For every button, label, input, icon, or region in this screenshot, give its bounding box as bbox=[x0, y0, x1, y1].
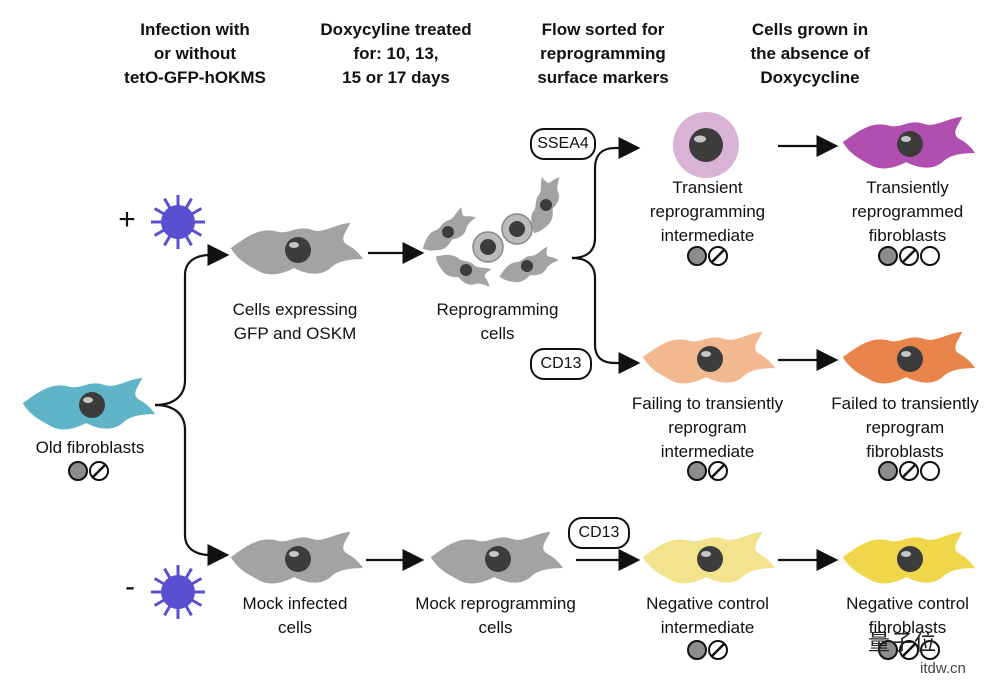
marker-cd13-bottom: CD13 bbox=[568, 517, 630, 549]
filled-circle-icon bbox=[878, 246, 898, 266]
icons-negative-fibroblasts bbox=[878, 640, 940, 660]
marker-ssea4: SSEA4 bbox=[530, 128, 596, 160]
cell-transient-round bbox=[673, 112, 739, 178]
cell-negative-fibroblast bbox=[842, 531, 976, 584]
cell-failed bbox=[842, 331, 976, 384]
plus-sign: + bbox=[118, 203, 136, 236]
icons-transiently-reprogrammed bbox=[878, 246, 940, 266]
label-cells-expressing: Cells expressing GFP and OSKM bbox=[232, 300, 358, 343]
cell-old-fibroblast bbox=[22, 377, 156, 430]
icons-failing-intermediate bbox=[687, 461, 728, 481]
virus-plus bbox=[151, 195, 205, 249]
watermark-url: itdw.cn bbox=[920, 660, 966, 677]
header-infection: Infection with or without tetO-GFP-hOKMS bbox=[124, 20, 266, 87]
label-mock-reprogramming: Mock reprogramming cells bbox=[415, 594, 576, 637]
reprogramming-cluster bbox=[416, 171, 567, 294]
icons-old bbox=[68, 461, 109, 481]
stripe-mark bbox=[902, 464, 916, 478]
empty-circle-icon bbox=[920, 461, 940, 481]
label-transiently-reprogrammed: Transiently reprogrammed fibroblasts bbox=[851, 178, 964, 245]
empty-circle-icon bbox=[920, 640, 940, 660]
stripe-mark bbox=[711, 464, 725, 478]
cell-expressing bbox=[230, 222, 364, 275]
cell-mock-infected bbox=[230, 531, 364, 584]
filled-circle-icon bbox=[687, 246, 707, 266]
split-brace-lower bbox=[154, 403, 230, 566]
filled-circle-icon bbox=[878, 461, 898, 481]
flow-lines bbox=[154, 135, 839, 571]
empty-circle-icon bbox=[920, 246, 940, 266]
sort-brace-lower bbox=[571, 256, 641, 374]
label-old-fibroblasts: Old fibroblasts bbox=[35, 438, 145, 457]
watermark-logo: 量子位 bbox=[868, 630, 938, 655]
filled-circle-icon bbox=[878, 640, 898, 660]
virus-minus bbox=[151, 565, 205, 619]
sort-brace bbox=[571, 137, 641, 260]
label-negative-fibroblasts: Negative control fibroblasts bbox=[846, 594, 969, 637]
marker-cd13-mid: CD13 bbox=[530, 348, 592, 380]
icons-failed bbox=[878, 461, 940, 481]
label-failing-intermediate: Failing to transiently reprogram interme… bbox=[631, 394, 784, 461]
label-reprogramming-cells: Reprogramming cells bbox=[436, 300, 559, 343]
stripe-mark bbox=[902, 249, 916, 263]
cell-transiently-reprogrammed bbox=[842, 116, 976, 169]
split-brace bbox=[154, 244, 230, 407]
label-failed-fibroblasts: Failed to transiently reprogram fibrobla… bbox=[831, 394, 979, 461]
filled-circle-icon bbox=[68, 461, 88, 481]
stripe-mark bbox=[711, 643, 725, 657]
stripe-mark bbox=[92, 464, 106, 478]
header-flow-sorted: Flow sorted for reprogramming surface ma… bbox=[537, 20, 669, 87]
stripe-mark bbox=[902, 643, 916, 657]
icons-transient-intermediate bbox=[687, 246, 728, 266]
icons-negative-intermediate bbox=[687, 640, 728, 660]
label-mock-infected: Mock infected cells bbox=[242, 594, 348, 637]
cell-negative-intermediate bbox=[642, 531, 776, 584]
filled-circle-icon bbox=[687, 461, 707, 481]
label-transient-intermediate: Transient reprogramming intermediate bbox=[649, 178, 766, 245]
label-negative-intermediate: Negative control intermediate bbox=[646, 594, 769, 637]
filled-circle-icon bbox=[687, 640, 707, 660]
cell-failing bbox=[642, 331, 776, 384]
minus-sign: - bbox=[125, 570, 135, 603]
cell-mock-reprogramming bbox=[430, 531, 564, 584]
stripe-mark bbox=[711, 249, 725, 263]
header-cells-grown: Cells grown in the absence of Doxycyclin… bbox=[750, 20, 870, 87]
header-doxycycline: Doxycyline treated for: 10, 13, 15 or 17… bbox=[320, 20, 472, 87]
